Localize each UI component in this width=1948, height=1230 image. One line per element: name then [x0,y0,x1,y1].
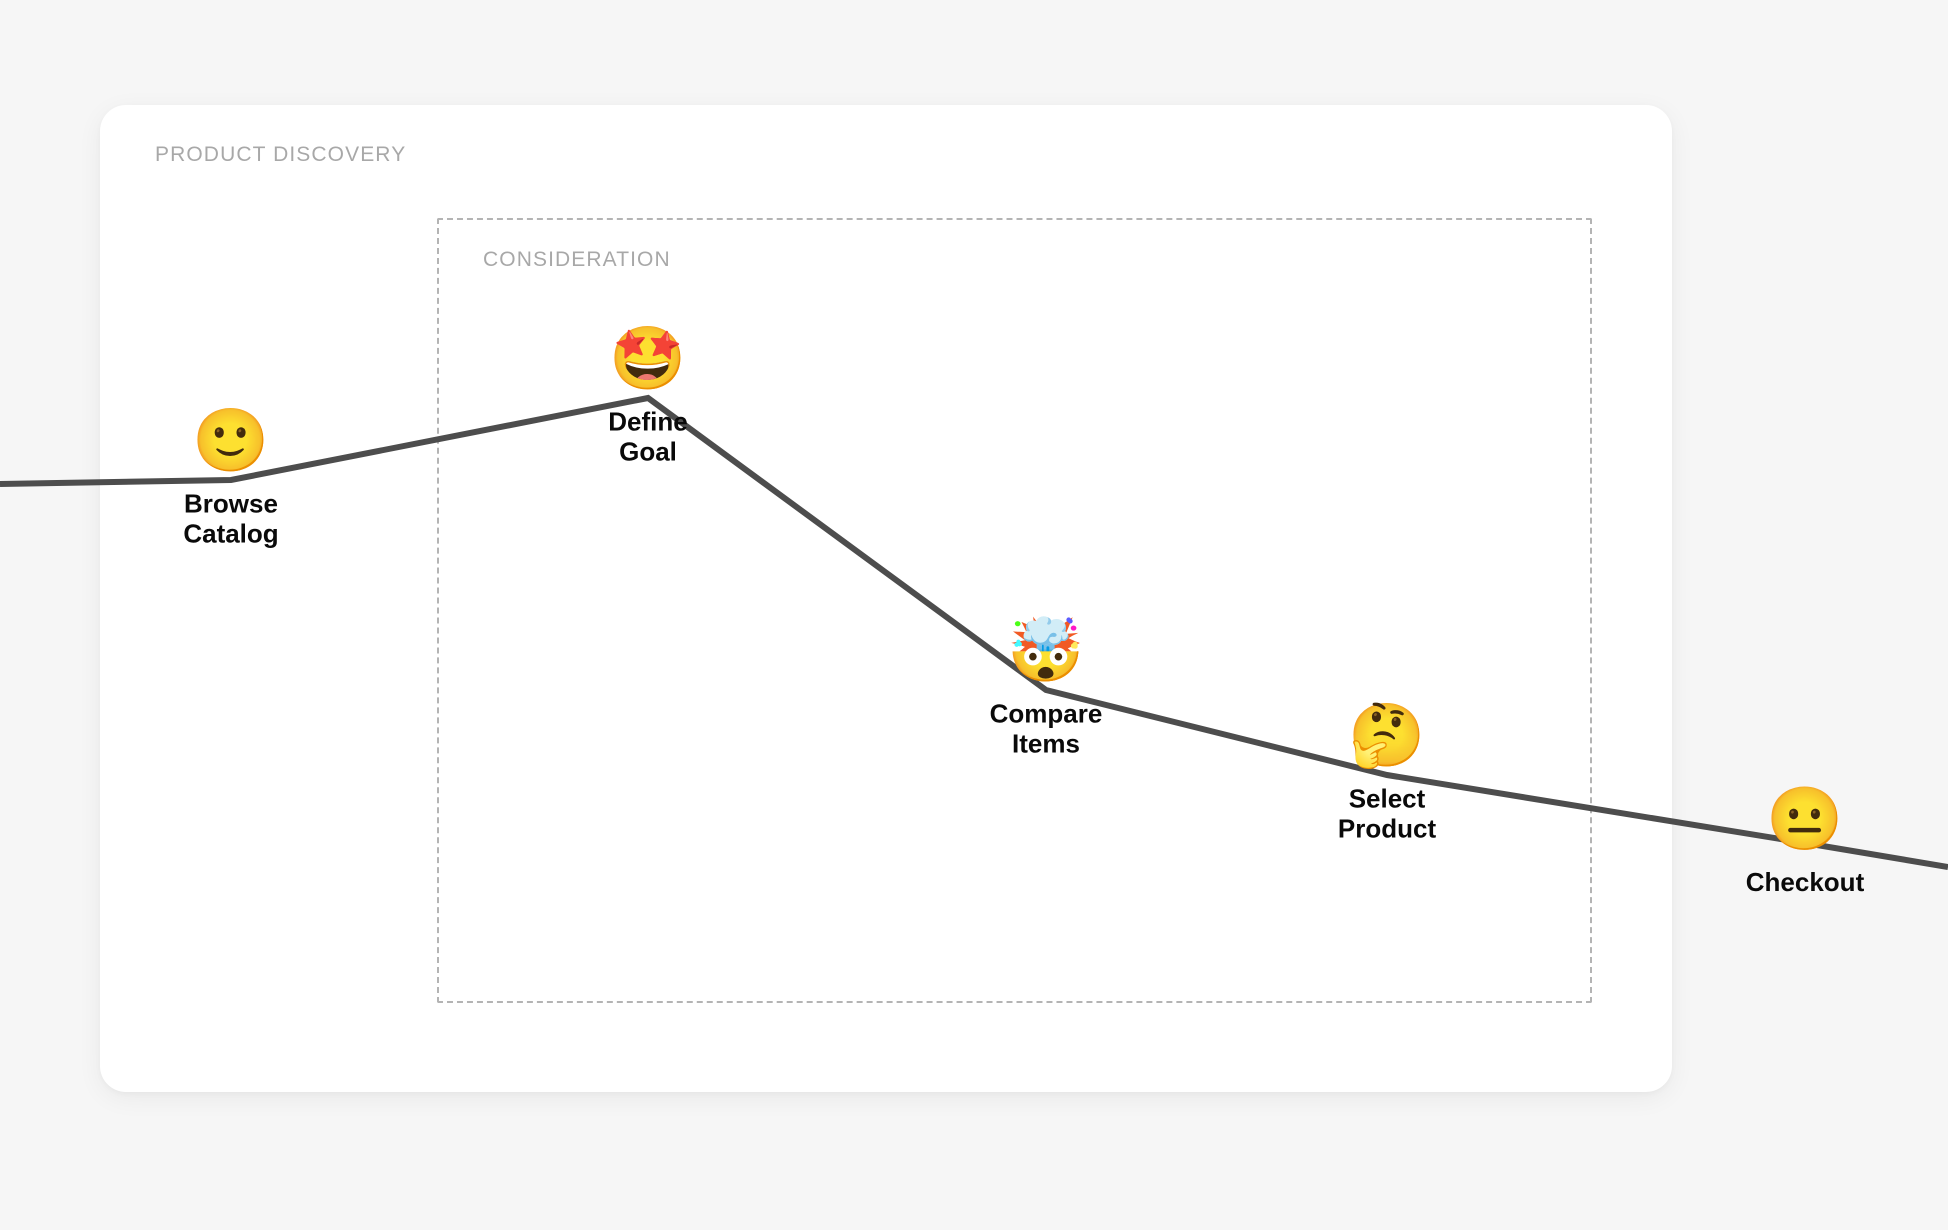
journey-node-label: Checkout [1745,866,1865,897]
journey-node-define-goal[interactable]: 🤩 Define Goal [518,324,778,468]
thinking-face-emoji: 🤔 [1348,701,1426,771]
exploding-head-emoji: 🤯 [1007,616,1085,686]
journey-node-label: Browse Catalog [183,488,279,549]
phase-box-title: CONSIDERATION [483,248,671,271]
journey-node-browse-catalog[interactable]: 🙂 Browse Catalog [101,406,361,550]
journey-node-select-product[interactable]: 🤔 Select Product [1257,701,1517,845]
star-struck-face-emoji: 🤩 [609,324,687,394]
journey-node-checkout[interactable]: 😐 Checkout [1675,784,1935,897]
journey-node-label: Select Product [1337,783,1437,844]
journey-node-compare-items[interactable]: 🤯 Compare Items [916,616,1176,760]
stage-title: PRODUCT DISCOVERY [155,143,407,166]
slightly-smiling-face-emoji: 🙂 [192,406,270,476]
journey-node-label: Define Goal [608,406,688,467]
journey-node-label: Compare Items [989,698,1103,759]
neutral-face-emoji: 😐 [1766,784,1844,854]
